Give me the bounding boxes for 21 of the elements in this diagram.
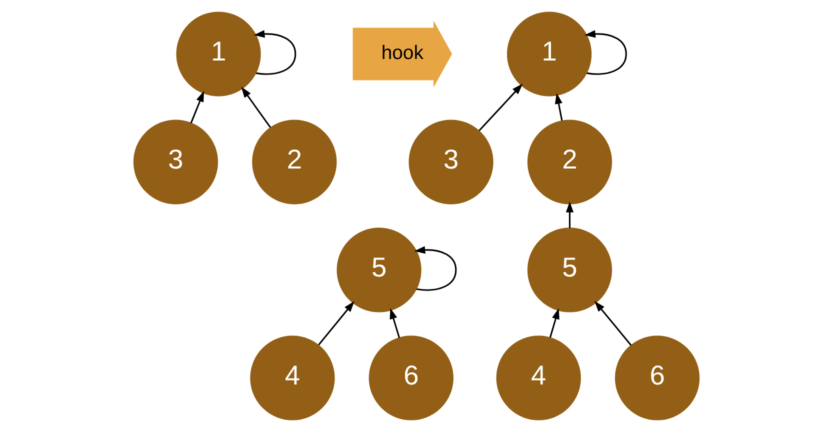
node-circle: 2 (252, 120, 337, 204)
arrow (478, 84, 523, 132)
node-circle: 3 (133, 120, 218, 204)
arrow (241, 86, 272, 128)
arrow (254, 30, 296, 75)
arrow (190, 90, 204, 124)
node-circle: 4 (250, 336, 335, 420)
arrow (584, 30, 627, 75)
arrow (390, 308, 400, 338)
node-circle: 2 (527, 120, 612, 204)
node-circle: 6 (368, 336, 454, 420)
arrow (549, 308, 560, 338)
node-circle: 4 (496, 336, 581, 420)
node-circle: 1 (176, 12, 261, 96)
node-circle: 6 (614, 336, 700, 420)
arrow (414, 246, 457, 291)
node-circle: 3 (408, 120, 494, 204)
arrow (554, 92, 563, 121)
arrow (566, 202, 574, 228)
arrow (318, 301, 354, 346)
arrow (594, 300, 632, 346)
